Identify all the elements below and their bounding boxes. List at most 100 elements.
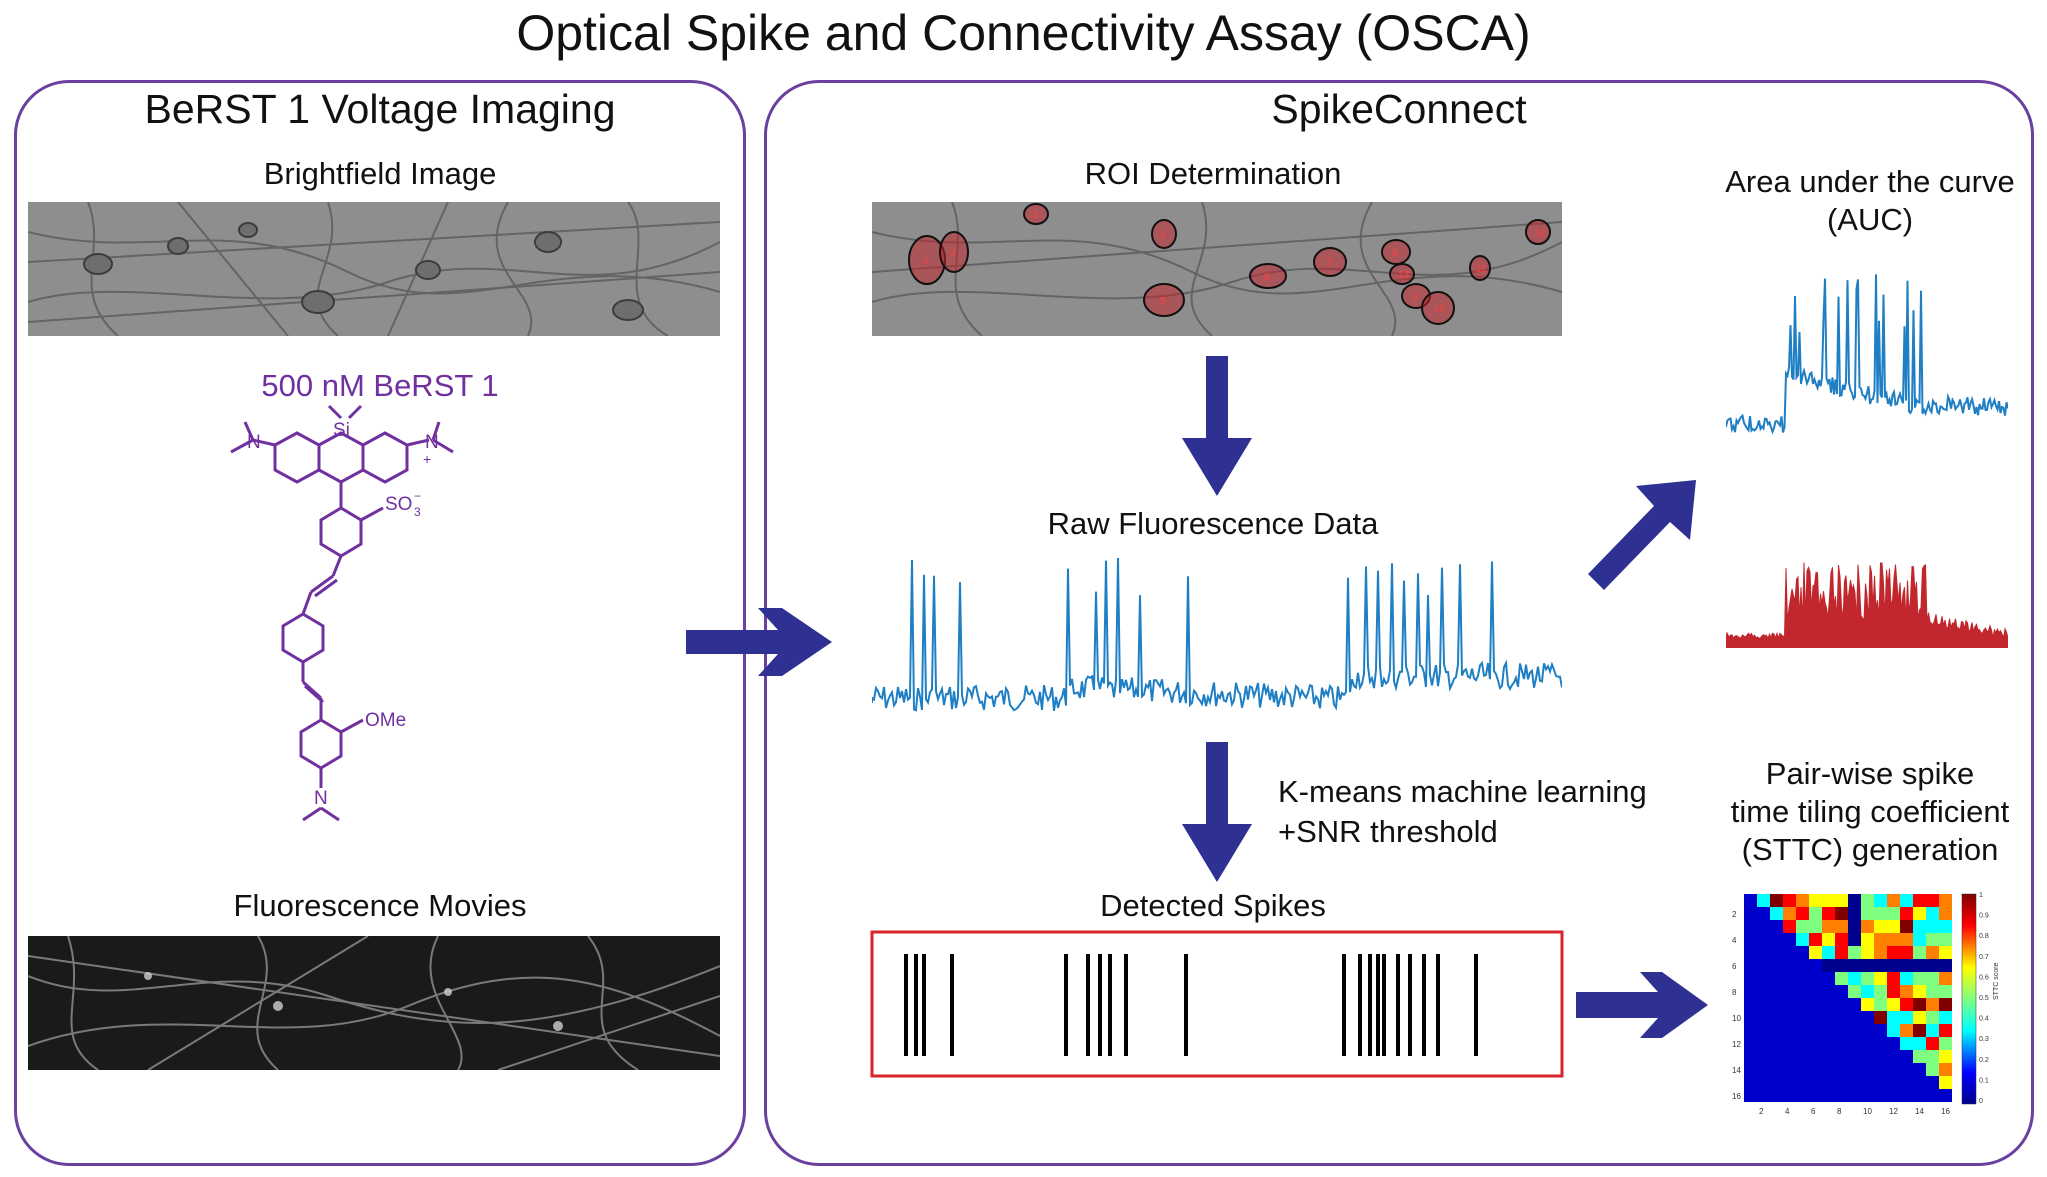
heatmap-cell: [1900, 1050, 1913, 1063]
heatmap-cell: [1887, 1089, 1900, 1102]
detected-spikes-label: Detected Spikes: [1100, 888, 1326, 923]
roi-number: 2: [950, 248, 956, 259]
heatmap-cell: [1861, 972, 1874, 985]
kmeans-label-line1: K-means machine learning: [1278, 774, 1647, 809]
heatmap-cell: [1822, 972, 1835, 985]
heatmap-cell: [1770, 1037, 1783, 1050]
heatmap-cell: [1887, 1063, 1900, 1076]
heatmap-cell: [1822, 959, 1835, 972]
heatmap-cell: [1822, 907, 1835, 920]
heatmap-cell: [1913, 920, 1926, 933]
heatmap-cell: [1783, 985, 1796, 998]
heatmap-cell: [1939, 1089, 1952, 1102]
roi-number: 4: [1160, 230, 1166, 241]
heatmap-cell: [1757, 907, 1770, 920]
heatmap-xtick: 4: [1785, 1107, 1790, 1116]
heatmap-cell: [1796, 1063, 1809, 1076]
chem-ome: OMe: [365, 710, 406, 731]
heatmap-cell: [1861, 1063, 1874, 1076]
heatmap-cell: [1783, 933, 1796, 946]
heatmap-cell: [1744, 1037, 1757, 1050]
roi-outline: [1143, 283, 1185, 317]
heatmap-cell: [1861, 959, 1874, 972]
heatmap-cell: [1822, 1024, 1835, 1037]
heatmap-cell: [1926, 1024, 1939, 1037]
colorbar-tick: 0.5: [1979, 995, 1989, 1002]
heatmap-cell: [1874, 946, 1887, 959]
heatmap-cell: [1770, 1024, 1783, 1037]
heatmap-cell: [1848, 933, 1861, 946]
heatmap-cell: [1757, 1063, 1770, 1076]
heatmap-cell: [1809, 933, 1822, 946]
heatmap-cell: [1783, 907, 1796, 920]
heatmap-cell: [1822, 998, 1835, 1011]
heatmap-cell: [1757, 959, 1770, 972]
heatmap-cell: [1744, 933, 1757, 946]
heatmap-cell: [1822, 985, 1835, 998]
heatmap-cell: [1874, 1037, 1887, 1050]
roi-number: 9: [1412, 292, 1418, 303]
right-arrow-icon: [686, 608, 832, 676]
heatmap-cell: [1783, 1011, 1796, 1024]
heatmap-cell: [1796, 1050, 1809, 1063]
heatmap-cell: [1874, 985, 1887, 998]
heatmap-cell: [1783, 1037, 1796, 1050]
sttc-label-line3: (STTC) generation: [1741, 832, 1999, 867]
heatmap-cell: [1744, 920, 1757, 933]
heatmap-cell: [1926, 972, 1939, 985]
heatmap-cell: [1770, 998, 1783, 1011]
heatmap-cell: [1900, 946, 1913, 959]
heatmap-cell: [1770, 985, 1783, 998]
colorbar-tick: 0.2: [1979, 1057, 1989, 1064]
heatmap-cell: [1744, 985, 1757, 998]
heatmap-cell: [1757, 920, 1770, 933]
heatmap-cell: [1770, 894, 1783, 907]
heatmap-xtick: 12: [1889, 1107, 1898, 1116]
colorbar-tick: 0.3: [1979, 1036, 1989, 1043]
heatmap-cell: [1926, 1011, 1939, 1024]
colorbar-tick: 0.9: [1979, 913, 1989, 920]
heatmap-xtick: 14: [1915, 1107, 1924, 1116]
heatmap-xtick: 6: [1811, 1107, 1816, 1116]
heatmap-cell: [1939, 920, 1952, 933]
heatmap-cell: [1783, 998, 1796, 1011]
heatmap-cell: [1874, 998, 1887, 1011]
roi-outline: [1421, 291, 1455, 325]
heatmap-xtick: 2: [1759, 1107, 1764, 1116]
heatmap-cell: [1848, 907, 1861, 920]
heatmap-cell: [1757, 946, 1770, 959]
heatmap-cell: [1848, 1050, 1861, 1063]
heatmap-cell: [1887, 933, 1900, 946]
heatmap-cell: [1835, 1050, 1848, 1063]
roi-number: 3: [1032, 210, 1038, 221]
heatmap-cell: [1926, 959, 1939, 972]
heatmap-cell: [1835, 933, 1848, 946]
heatmap-cell: [1926, 1050, 1939, 1063]
voltage-imaging-panel: [14, 80, 746, 1166]
brightfield-label: Brightfield Image: [263, 156, 497, 191]
heatmap-cell: [1861, 985, 1874, 998]
heatmap-cell: [1939, 1037, 1952, 1050]
heatmap-cell: [1770, 972, 1783, 985]
heatmap-cell: [1809, 894, 1822, 907]
chem-so3-sub: 3: [414, 505, 421, 519]
heatmap-ytick: 6: [1732, 962, 1737, 971]
heatmap-cell: [1744, 946, 1757, 959]
heatmap-cell: [1874, 894, 1887, 907]
auc-area: [1726, 562, 2008, 648]
chem-n-right: N: [425, 432, 439, 453]
heatmap-cell: [1900, 1076, 1913, 1089]
heatmap-cell: [1757, 1037, 1770, 1050]
dye-label: 500 nM BeRST 1: [261, 368, 499, 403]
heatmap-cell: [1796, 946, 1809, 959]
heatmap-cell: [1900, 1063, 1913, 1076]
heatmap-cell: [1887, 920, 1900, 933]
heatmap-cell: [1835, 972, 1848, 985]
heatmap-cell: [1822, 1089, 1835, 1102]
heatmap-cell: [1796, 985, 1809, 998]
heatmap-cell: [1796, 998, 1809, 1011]
heatmap-cell: [1913, 933, 1926, 946]
heatmap-cell: [1835, 1037, 1848, 1050]
heatmap-cell: [1913, 907, 1926, 920]
heatmap-cell: [1913, 1050, 1926, 1063]
